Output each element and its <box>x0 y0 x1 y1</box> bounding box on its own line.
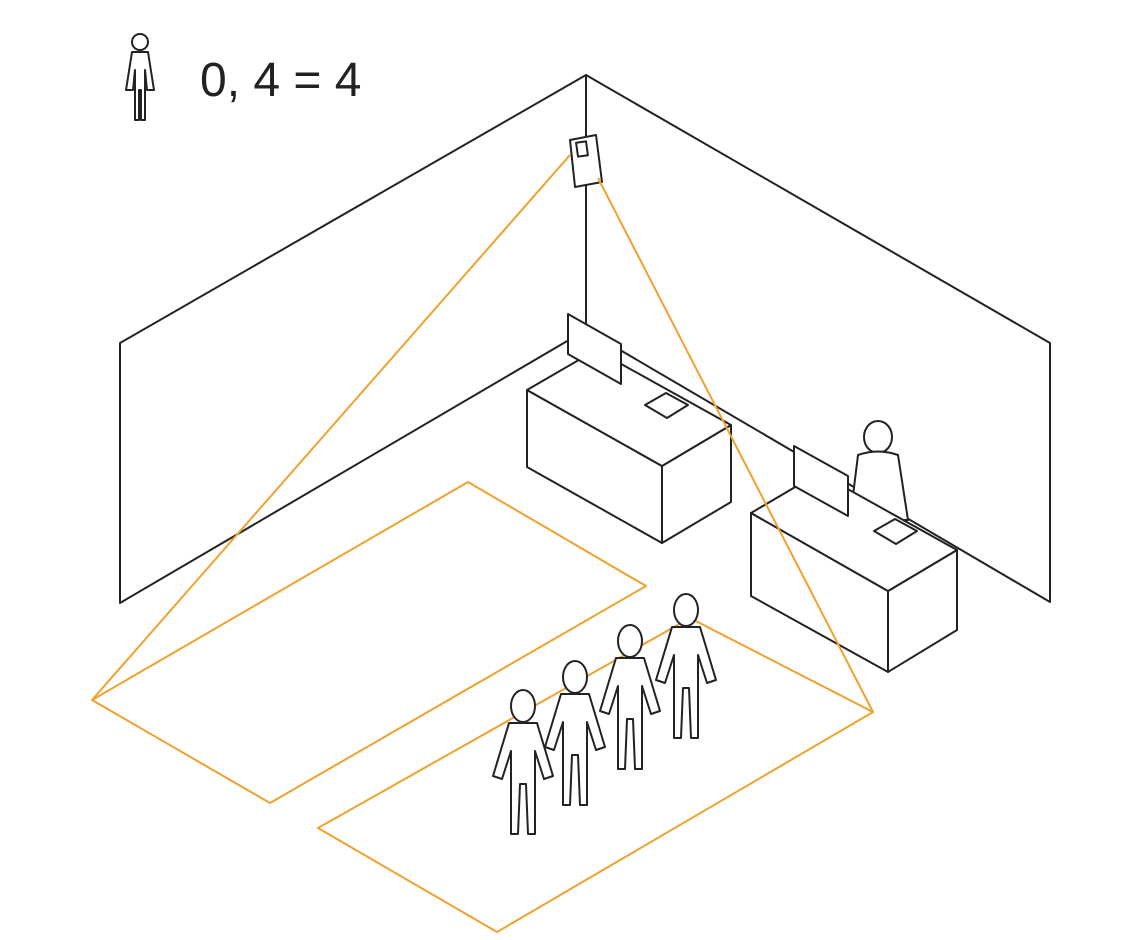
counter-1-screen <box>567 313 622 385</box>
counter-2 <box>750 445 958 673</box>
queue-person <box>544 660 606 806</box>
counter-2-screen <box>793 445 849 517</box>
counter-1-pad <box>644 392 689 419</box>
queue-person <box>599 624 661 770</box>
zone-left <box>91 481 647 804</box>
counter-1-top <box>526 349 732 467</box>
camera-icon <box>569 134 603 188</box>
queue-person <box>492 689 554 835</box>
fov-line-right <box>597 177 874 713</box>
queue-people <box>492 593 717 835</box>
zone-rect-left <box>91 481 647 804</box>
counter-2-pad <box>873 518 918 545</box>
fov-line-left <box>91 154 571 701</box>
count-label: 0, 4 = 4 <box>200 54 361 107</box>
right-wall <box>585 74 1051 603</box>
counter-1 <box>526 313 732 544</box>
zone-right <box>317 617 874 933</box>
person-icon <box>125 33 155 121</box>
zone-rect-right <box>317 617 874 933</box>
left-wall <box>119 74 587 604</box>
camera-field-of-view <box>91 154 874 713</box>
queue-person <box>655 593 717 739</box>
